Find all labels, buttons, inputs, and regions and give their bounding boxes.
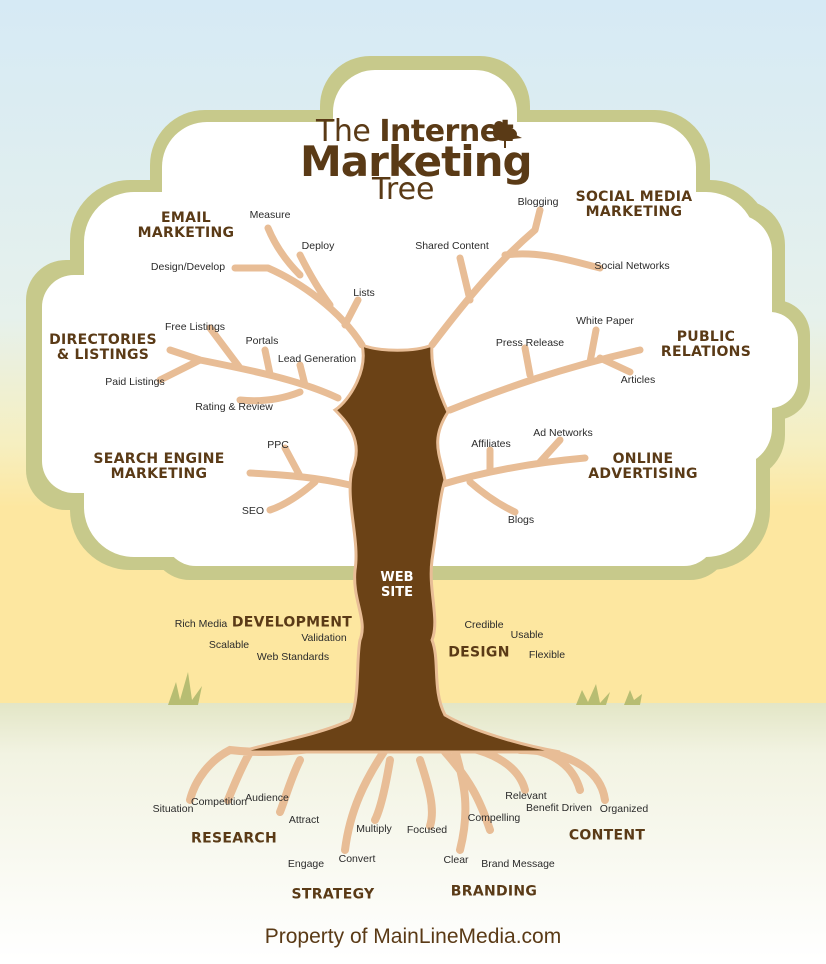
label-brand-message: Brand Message bbox=[481, 858, 555, 870]
label-competition: Competition bbox=[190, 796, 248, 808]
label-organized: Organized bbox=[599, 803, 649, 815]
category-research: RESEARCH bbox=[191, 830, 277, 847]
category-content: CONTENT bbox=[568, 827, 646, 844]
category-social-media-marketing: SOCIAL MEDIA MARKETING bbox=[575, 189, 693, 220]
category-directories-listings: DIRECTORIES & LISTINGS bbox=[49, 332, 157, 363]
title-line-3: Tree bbox=[372, 172, 435, 207]
label-audience: Audience bbox=[245, 792, 289, 804]
label-clear: Clear bbox=[443, 854, 469, 866]
label-deploy: Deploy bbox=[301, 240, 335, 252]
category-design: DESIGN bbox=[448, 644, 510, 661]
footer-credit: Property of MainLineMedia.com bbox=[264, 925, 562, 948]
category-development: DEVELOPMENT bbox=[231, 614, 353, 631]
label-multiply: Multiply bbox=[356, 823, 392, 835]
grass-tufts bbox=[168, 672, 642, 705]
label-seo: SEO bbox=[241, 505, 265, 517]
label-focused: Focused bbox=[406, 824, 448, 836]
label-rich-media: Rich Media bbox=[174, 618, 228, 630]
category-search-engine-marketing: SEARCH ENGINE MARKETING bbox=[93, 451, 225, 482]
canopy-cloud bbox=[42, 70, 798, 566]
label-compelling: Compelling bbox=[467, 812, 521, 824]
label-scalable: Scalable bbox=[208, 639, 250, 651]
category-online-advertising: ONLINE ADVERTISING bbox=[588, 451, 698, 482]
label-lists: Lists bbox=[353, 287, 375, 299]
label-validation: Validation bbox=[301, 632, 347, 644]
trunk bbox=[239, 342, 561, 754]
label-shared-content: Shared Content bbox=[415, 240, 489, 252]
title-line-2: Marketing bbox=[300, 137, 533, 186]
label-white-paper: White Paper bbox=[576, 315, 634, 327]
label-paid-listings: Paid Listings bbox=[105, 376, 165, 388]
label-credible: Credible bbox=[464, 619, 504, 631]
label-ppc: PPC bbox=[267, 439, 289, 451]
bird-icon bbox=[489, 121, 522, 148]
label-affiliates: Affiliates bbox=[471, 438, 511, 450]
label-flexible: Flexible bbox=[528, 649, 566, 661]
category-strategy: STRATEGY bbox=[291, 886, 375, 903]
label-free-listings: Free Listings bbox=[164, 321, 226, 333]
label-press-release: Press Release bbox=[495, 337, 565, 349]
label-social-networks: Social Networks bbox=[594, 260, 670, 272]
category-branding: BRANDING bbox=[450, 883, 538, 900]
label-situation: Situation bbox=[152, 803, 194, 815]
label-attract: Attract bbox=[288, 814, 320, 826]
label-usable: Usable bbox=[510, 629, 544, 641]
label-portals: Portals bbox=[245, 335, 279, 347]
web-site-label: WEB SITE bbox=[380, 570, 414, 600]
label-lead-generation: Lead Generation bbox=[277, 353, 357, 365]
category-email-marketing: EMAIL MARKETING bbox=[137, 210, 235, 241]
label-benefit-driven: Benefit Driven bbox=[526, 802, 592, 814]
label-web-standards: Web Standards bbox=[256, 651, 330, 663]
label-ad-networks: Ad Networks bbox=[533, 427, 593, 439]
label-blogging: Blogging bbox=[517, 196, 559, 208]
label-design-develop: Design/Develop bbox=[150, 261, 226, 273]
label-convert: Convert bbox=[338, 853, 376, 865]
branches bbox=[156, 206, 644, 854]
label-blogs: Blogs bbox=[507, 514, 535, 526]
label-articles: Articles bbox=[620, 374, 656, 386]
title-line-1: The Internet bbox=[316, 114, 514, 149]
label-relevant: Relevant bbox=[505, 790, 547, 802]
label-rating-review: Rating & Review bbox=[195, 401, 273, 413]
category-public-relations: PUBLIC RELATIONS bbox=[660, 329, 752, 360]
label-engage: Engage bbox=[287, 858, 325, 870]
label-measure: Measure bbox=[249, 209, 291, 221]
